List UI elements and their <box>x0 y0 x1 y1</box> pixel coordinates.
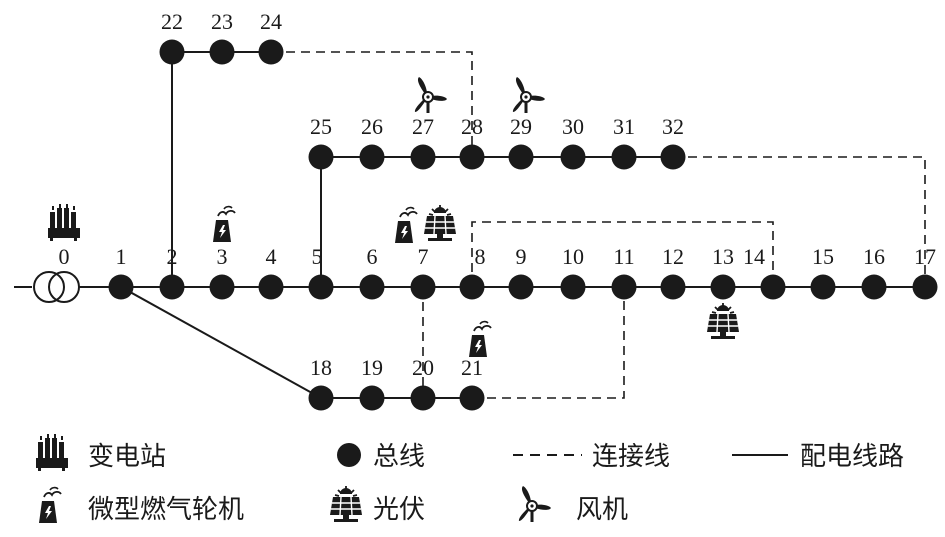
legend-tie-line-label: 连接线 <box>592 442 670 472</box>
bus-node-25 <box>308 144 334 170</box>
bus-node-8 <box>459 274 485 300</box>
bus-label-14: 14 <box>743 244 765 269</box>
bus-node-28 <box>459 144 485 170</box>
legend-bus-label: 总线 <box>373 442 425 472</box>
photovoltaic-icon-bus-13 <box>706 302 740 340</box>
substation-transformer <box>14 271 121 303</box>
bus-node-29 <box>508 144 534 170</box>
bus-label-5: 5 <box>312 244 323 269</box>
bus-node-20 <box>410 385 436 411</box>
bus-label-2: 2 <box>167 244 178 269</box>
bus-node-5 <box>308 274 334 300</box>
bus-label-24: 24 <box>260 9 282 34</box>
bus-label-13: 13 <box>712 244 734 269</box>
wind-turbine-icon-bus-27 <box>413 75 449 115</box>
distribution-lines <box>120 51 925 399</box>
wind-turbine-icon-bus-29 <box>511 75 547 115</box>
device-icons <box>48 75 740 358</box>
bus-node-15 <box>810 274 836 300</box>
bus-label-12: 12 <box>662 244 684 269</box>
bus-label-21: 21 <box>461 355 483 380</box>
bus-label-28: 28 <box>461 114 483 139</box>
bus-node-30 <box>560 144 586 170</box>
legend-wind-turbine-label: 风机 <box>576 495 628 525</box>
bus-label-22: 22 <box>161 9 183 34</box>
legend-distribution-line-label: 配电线路 <box>800 442 904 472</box>
bus-label-25: 25 <box>310 114 332 139</box>
bus-label-8: 8 <box>475 244 486 269</box>
bus-node-18 <box>308 385 334 411</box>
bus-label-30: 30 <box>562 114 584 139</box>
bus-node-11 <box>611 274 637 300</box>
legend-substation-icon <box>36 434 68 471</box>
legend-bus-icon <box>337 443 361 467</box>
legend-wind-turbine-icon <box>517 484 553 524</box>
bus-node-32 <box>660 144 686 170</box>
bus-label-6: 6 <box>367 244 378 269</box>
bus-label-0: 0 <box>59 244 70 269</box>
bus-label-23: 23 <box>211 9 233 34</box>
line-1-18 <box>120 286 322 399</box>
tie-lines <box>271 51 926 399</box>
bus-node-21 <box>459 385 485 411</box>
bus-label-32: 32 <box>662 114 684 139</box>
bus-label-27: 27 <box>412 114 434 139</box>
substation-icon-bus-0 <box>48 204 80 241</box>
micro-turbine-icon-bus-21 <box>468 320 492 358</box>
micro-turbine-icon-bus-7 <box>394 206 418 244</box>
bus-node-17 <box>912 274 938 300</box>
bus-label-1: 1 <box>116 244 127 269</box>
micro-turbine-icon-bus-3 <box>212 205 236 243</box>
legend-micro-turbine-icon <box>38 486 62 524</box>
bus-label-17: 17 <box>914 244 936 269</box>
bus-label-3: 3 <box>217 244 228 269</box>
bus-label-19: 19 <box>361 355 383 380</box>
bus-node-19 <box>359 385 385 411</box>
bus-node-22 <box>159 39 185 65</box>
legend-substation-label: 变电站 <box>88 442 166 472</box>
bus-nodes <box>108 39 938 411</box>
tie-line-24-28 <box>271 51 473 157</box>
legend-photovoltaic-icon <box>329 485 363 523</box>
bus-node-3 <box>209 274 235 300</box>
tie-line-32-17 <box>673 156 926 287</box>
tie-line-8-14 <box>471 221 774 287</box>
bus-label-9: 9 <box>516 244 527 269</box>
bus-label-26: 26 <box>361 114 383 139</box>
bus-label-20: 20 <box>412 355 434 380</box>
bus-node-9 <box>508 274 534 300</box>
bus-node-23 <box>209 39 235 65</box>
bus-label-11: 11 <box>613 244 634 269</box>
bus-node-10 <box>560 274 586 300</box>
legend: 变电站 总线 连接线 配电线路 微型燃气轮机 光伏 风机 <box>36 434 904 525</box>
bus-label-15: 15 <box>812 244 834 269</box>
bus-label-10: 10 <box>562 244 584 269</box>
bus-node-31 <box>611 144 637 170</box>
bus-node-16 <box>861 274 887 300</box>
bus-node-13 <box>710 274 736 300</box>
tie-line-21-11 <box>472 287 625 399</box>
bus-node-12 <box>660 274 686 300</box>
bus-node-14 <box>760 274 786 300</box>
bus-node-1 <box>108 274 134 300</box>
bus-node-4 <box>258 274 284 300</box>
bus-node-6 <box>359 274 385 300</box>
bus-node-7 <box>410 274 436 300</box>
bus-node-2 <box>159 274 185 300</box>
legend-photovoltaic-label: 光伏 <box>373 495 425 525</box>
bus-label-18: 18 <box>310 355 332 380</box>
bus-label-7: 7 <box>418 244 429 269</box>
bus-node-24 <box>258 39 284 65</box>
bus-label-29: 29 <box>510 114 532 139</box>
bus-node-26 <box>359 144 385 170</box>
bus-node-27 <box>410 144 436 170</box>
bus-label-4: 4 <box>266 244 277 269</box>
photovoltaic-icon-bus-7 <box>423 204 457 242</box>
legend-micro-turbine-label: 微型燃气轮机 <box>88 495 244 525</box>
bus-label-16: 16 <box>863 244 885 269</box>
bus-label-31: 31 <box>613 114 635 139</box>
